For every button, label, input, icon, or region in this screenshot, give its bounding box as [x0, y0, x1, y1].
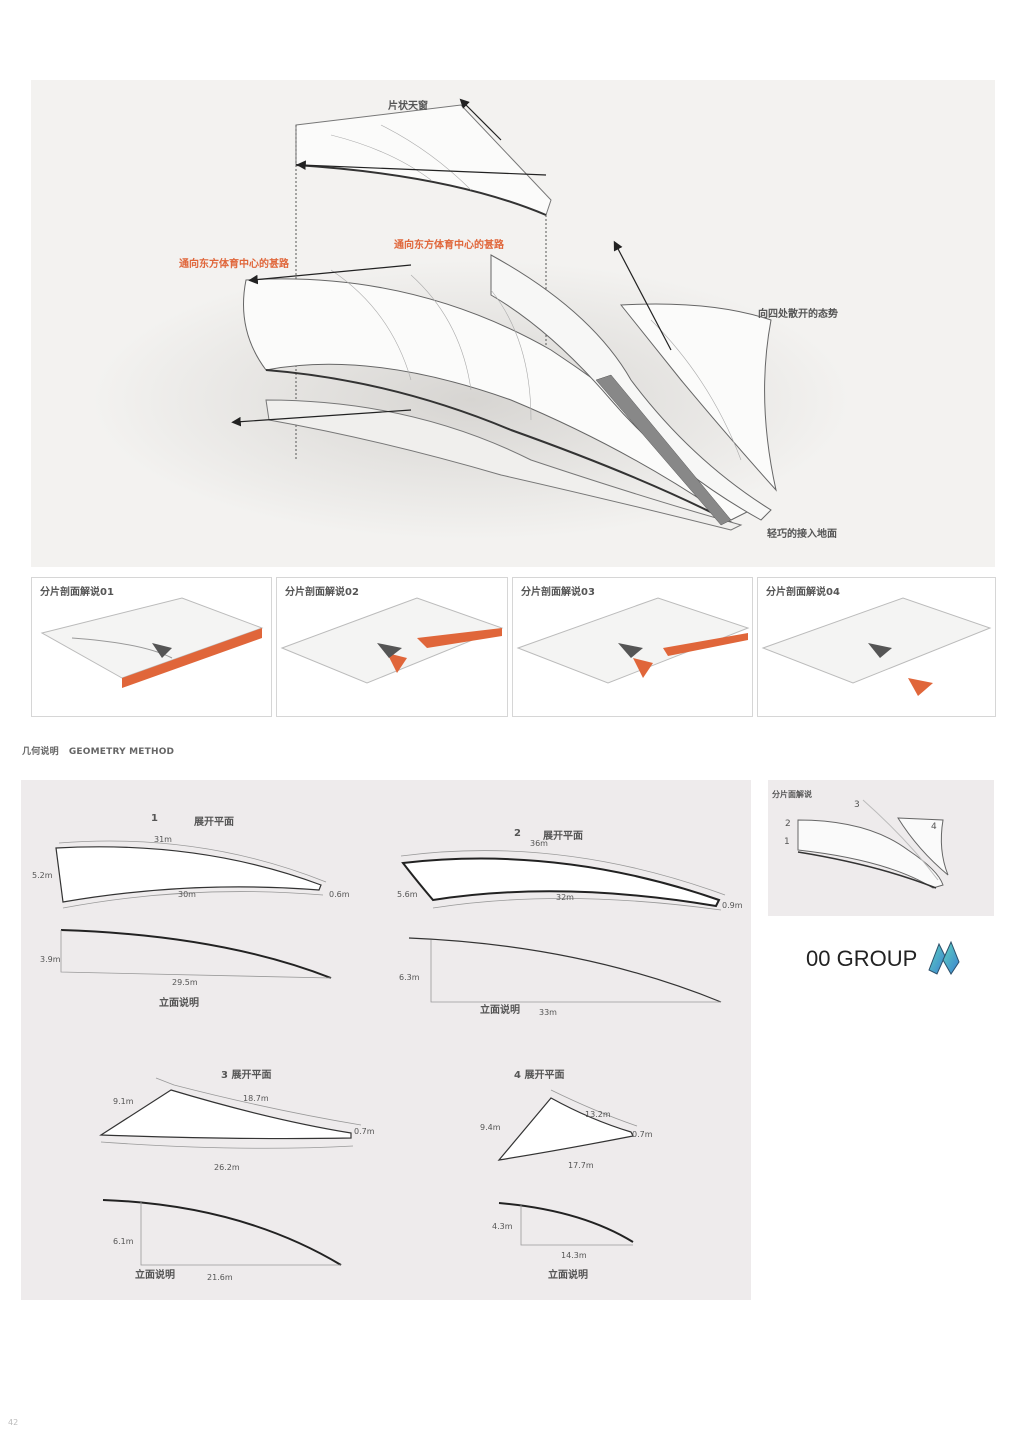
canopy-spread-shell	[620, 303, 777, 492]
piece1-left: 5.2m	[32, 871, 53, 880]
label-path-left: 通向东方体育中心的甚路	[179, 259, 289, 270]
panel-title: 分片剖面解说04	[766, 587, 840, 598]
piece3-el-w: 21.6m	[207, 1273, 233, 1282]
piece1-title: 展开平面	[194, 817, 234, 828]
panel-title: 分片剖面解说01	[40, 587, 114, 598]
piece3-el-h: 6.1m	[113, 1237, 134, 1246]
piece3-el-title: 立面说明	[135, 1270, 175, 1281]
hero-axonometric: 片状天窗 通向东方体育中心的甚路 通向东方体育中心的甚路 向四处散开的态势 轻巧…	[31, 80, 995, 567]
panel-title: 分片剖面解说03	[521, 587, 595, 598]
piece4-left: 9.4m	[480, 1123, 501, 1132]
canopy-lower-shell	[265, 399, 743, 531]
mini-n2: 2	[785, 819, 791, 829]
geometry-panel: 1 展开平面 31m 5.2m 30m 0.6m 3.9m 29.5m 立面说明…	[21, 780, 751, 1300]
label-spread: 向四处散开的态势	[758, 309, 838, 320]
piece2-top: 36m	[530, 839, 548, 848]
section-panel-03: 分片剖面解说03	[512, 577, 753, 717]
piece4-right: 0.7m	[632, 1130, 653, 1139]
piece1-top: 31m	[154, 835, 172, 844]
piece4-top: 13.2m	[585, 1110, 611, 1119]
skylight-piece	[295, 104, 552, 216]
piece2-num: 2	[514, 828, 521, 839]
piece2-right: 0.9m	[722, 901, 743, 910]
piece3-top: 18.7m	[243, 1094, 269, 1103]
mini-title: 分片面解说	[772, 790, 812, 799]
stair	[595, 374, 732, 526]
section-panel-04: 分片剖面解说04	[757, 577, 996, 717]
piece4-el-h: 4.3m	[492, 1222, 513, 1231]
piece2-title: 展开平面	[543, 831, 583, 842]
piece1-el-title: 立面说明	[159, 998, 199, 1009]
piece4-bottom: 17.7m	[568, 1161, 594, 1170]
piece2-el-h: 6.3m	[399, 973, 420, 982]
mini-n4: 4	[931, 822, 937, 832]
piece1-num: 1	[151, 813, 158, 824]
canopy-right-shell	[490, 254, 772, 521]
canopy-left-shell	[243, 278, 752, 521]
label-path-center: 通向东方体育中心的甚路	[394, 240, 504, 251]
piece1-el-h: 3.9m	[40, 955, 61, 964]
piece2-el-w: 33m	[539, 1008, 557, 1017]
piece2-el-title: 立面说明	[480, 1005, 520, 1016]
piece1-el-w: 29.5m	[172, 978, 198, 987]
section-header: 几何说明 GEOMETRY METHOD	[22, 744, 174, 757]
piece3-left: 9.1m	[113, 1097, 134, 1106]
mini-diagram: 分片面解说 1 2 3 4	[768, 780, 994, 916]
page-number: 42	[8, 1418, 19, 1427]
piece4-el-w: 14.3m	[561, 1251, 587, 1260]
section-title-cn: 几何说明	[22, 747, 59, 757]
piece3-title: 3 展开平面	[221, 1070, 272, 1081]
piece1-bottom: 30m	[178, 890, 196, 899]
piece1-right: 0.6m	[329, 890, 350, 899]
piece3-bottom: 26.2m	[214, 1163, 240, 1172]
brand-logo-icon	[928, 940, 960, 975]
piece2-bottom: 32m	[556, 893, 574, 902]
geometry-drawings	[55, 840, 726, 1266]
section-title-en: GEOMETRY METHOD	[68, 747, 175, 757]
piece2-left: 5.6m	[397, 890, 418, 899]
label-ground: 轻巧的接入地面	[767, 529, 837, 540]
canopy-drawing	[91, 98, 851, 540]
panel-title: 分片剖面解说02	[285, 587, 359, 598]
mini-n1: 1	[784, 837, 790, 847]
piece4-title: 4 展开平面	[514, 1070, 565, 1081]
section-panel-02: 分片剖面解说02	[276, 577, 508, 717]
piece4-el-title: 立面说明	[548, 1270, 588, 1281]
label-skylight: 片状天窗	[388, 101, 428, 112]
mini-n3: 3	[854, 800, 860, 810]
brand-name: 00 GROUP	[806, 946, 918, 971]
piece3-right: 0.7m	[354, 1127, 375, 1136]
section-panel-01: 分片剖面解说01	[31, 577, 272, 717]
